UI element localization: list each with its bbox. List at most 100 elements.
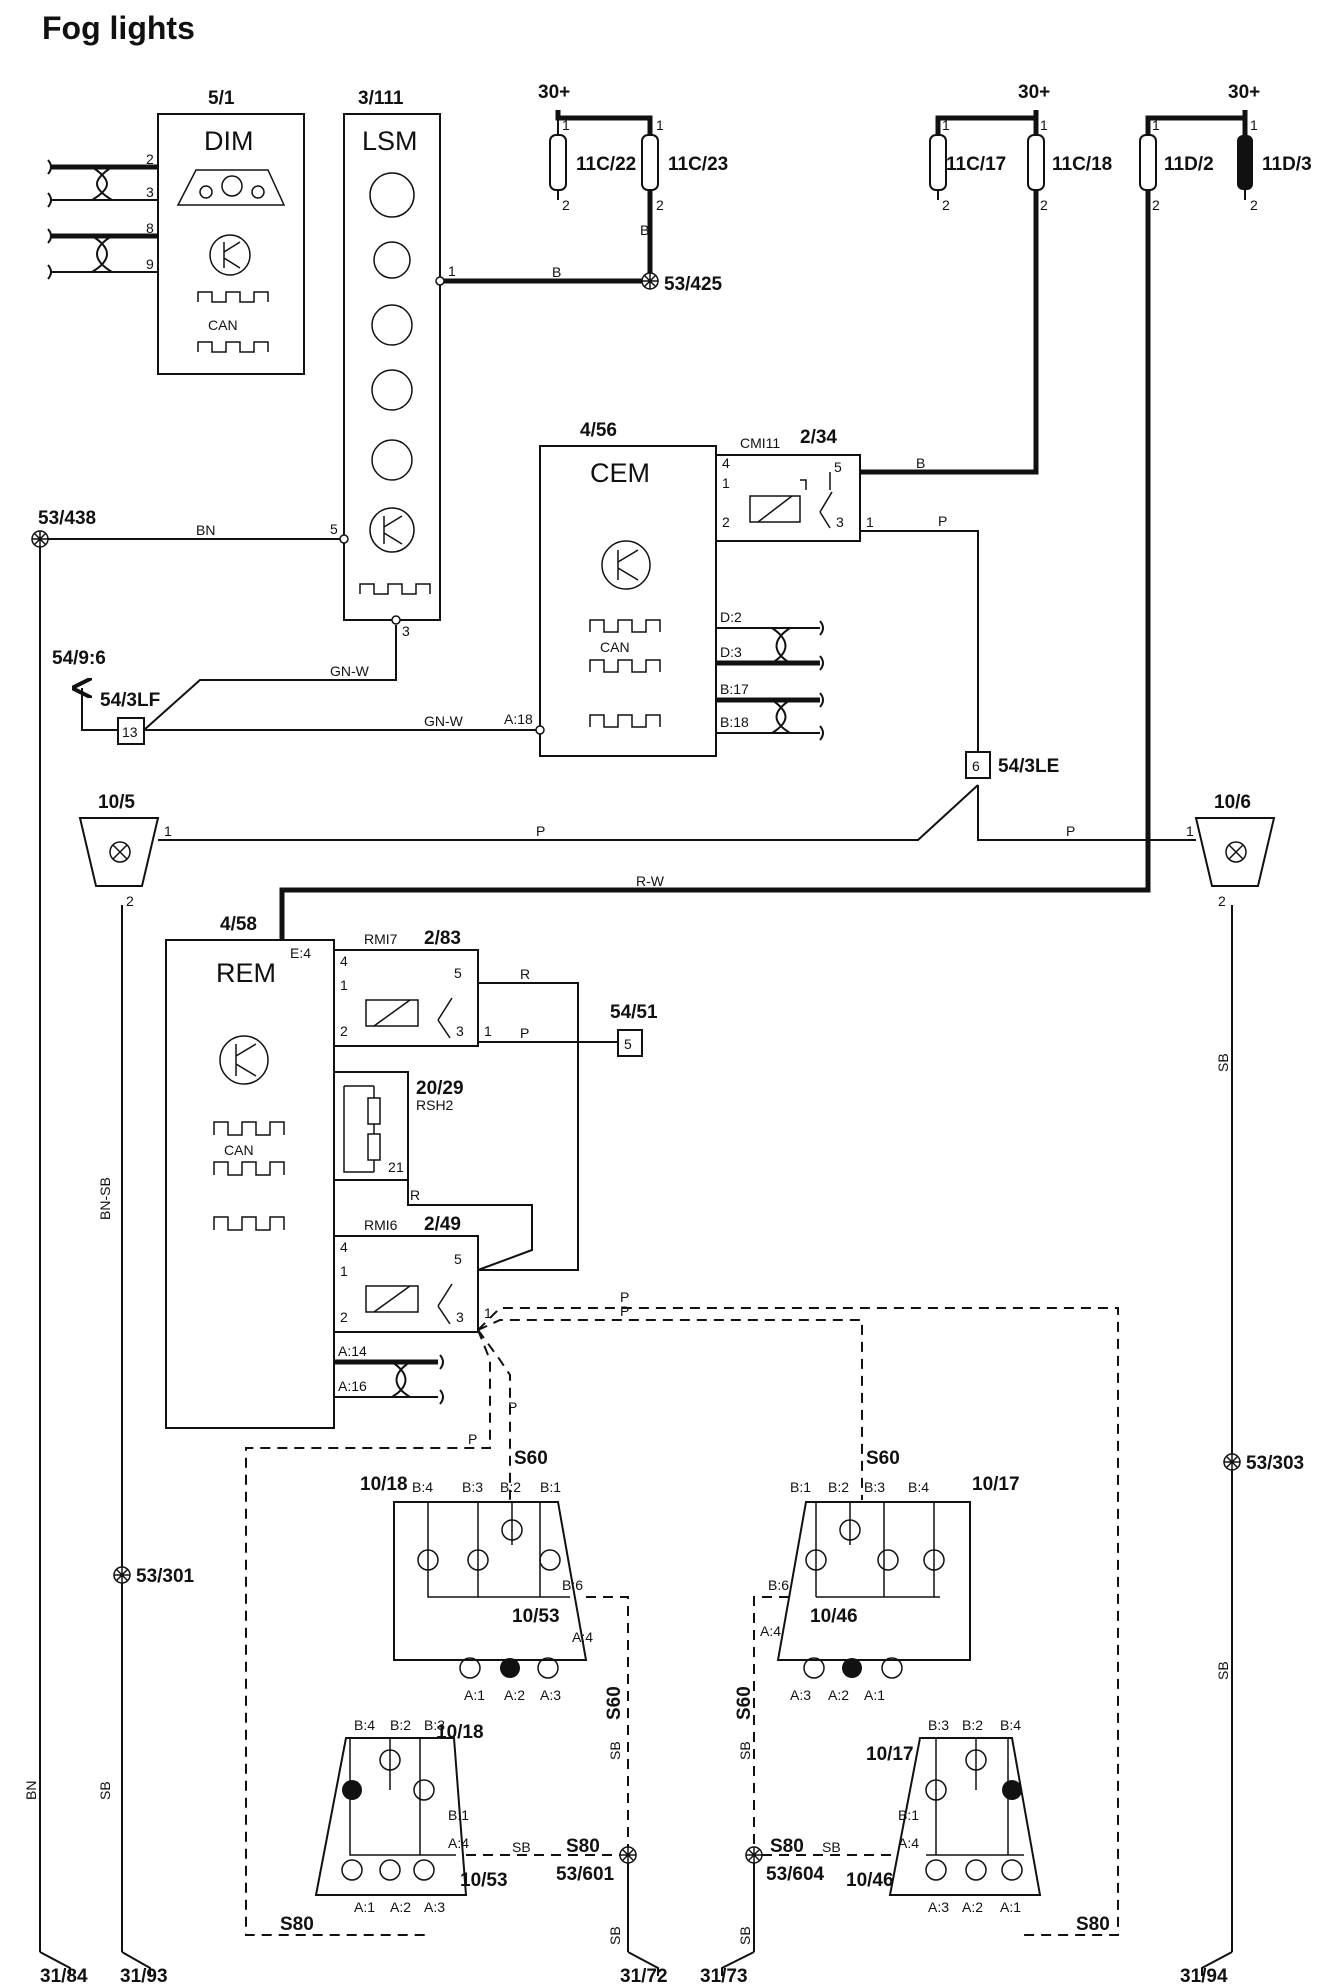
dim-pin-9: 9 — [146, 256, 154, 272]
pin-label: B:4 — [354, 1717, 375, 1733]
pin-label: B:4 — [1000, 1717, 1021, 1733]
fuse-pin: 2 — [1152, 197, 1160, 213]
rmi6-pin-4: 4 — [340, 1239, 348, 1255]
ground-31-93: 31/93 — [120, 1966, 168, 1986]
wire-label: SB — [97, 1781, 113, 1800]
wire-label: SB — [1215, 1661, 1231, 1680]
splice-53-301: 53/301 — [136, 1566, 195, 1587]
pin-label: A:1 — [464, 1687, 485, 1703]
cem-pin-d2: D:2 — [720, 609, 742, 625]
variant-s60: S60 — [866, 1448, 900, 1469]
headlight-icon — [371, 304, 413, 346]
wire-label: P — [508, 1399, 517, 1415]
cem-relay-id: 2/34 — [800, 427, 837, 448]
wire-label: P — [620, 1289, 629, 1305]
rmi6-pin-3: 3 — [456, 1309, 464, 1325]
splice-53-604: 53/604 — [766, 1864, 825, 1885]
rear-left-top-id: 10/18 — [360, 1474, 408, 1495]
rem-pin-a14: A:14 — [338, 1343, 367, 1359]
lamp-left-id: 10/5 — [98, 792, 135, 813]
rem-module: 4/58 REM CAN E:4 A:14 A:16 — [165, 914, 367, 1429]
pin-label: B:6 — [768, 1577, 789, 1593]
supply-30-c: 30+ — [1228, 82, 1260, 103]
fuse-pin: 1 — [656, 117, 664, 133]
wire-label: SB — [822, 1839, 841, 1855]
cem-pin-a18: A:18 — [504, 711, 533, 727]
rear-lamp-left-bottom: 10/18 10/53 B:4 B:2 B:3 B:1 A:4 A:1 A:2 … — [314, 1717, 508, 1915]
cem-relay-pin-5: 5 — [834, 459, 842, 475]
pin-label: B:6 — [562, 1577, 583, 1593]
lamp-right-pin-1: 1 — [1186, 823, 1194, 839]
resistor-pin-2: 2 — [388, 1159, 396, 1175]
fuse-pin: 2 — [1250, 197, 1258, 213]
lamp-left-pin-2: 2 — [126, 893, 134, 909]
fuse-11d-3: 11D/3 — [1262, 154, 1312, 175]
pin-label: B:1 — [898, 1807, 919, 1823]
pin-label: A:1 — [864, 1687, 885, 1703]
rmi7-pin-2: 2 — [340, 1023, 348, 1039]
fuse-pin: 1 — [1152, 117, 1160, 133]
dim-pin-3: 3 — [146, 184, 154, 200]
rear-right-top-sub: 10/46 — [810, 1606, 858, 1627]
pin-label: B:3 — [928, 1717, 949, 1733]
pin-label: B:3 — [462, 1479, 483, 1495]
wire-p-lamp-right — [977, 785, 1196, 841]
rear-left-bottom-id: 10/18 — [436, 1722, 484, 1743]
rear-left-top-sub: 10/53 — [512, 1606, 560, 1627]
wire-label: R-W — [636, 873, 665, 889]
dim-pin-8: 8 — [146, 220, 154, 236]
supply-30-a: 30+ — [538, 82, 570, 103]
cem-pin-d3: D:3 — [720, 644, 742, 660]
wire-label: SB — [737, 1926, 753, 1945]
cem-can-wires — [716, 620, 824, 741]
wire-b-cem-relay — [860, 190, 1039, 475]
variant-s80: S80 — [566, 1836, 600, 1857]
pin-label: A:4 — [898, 1835, 919, 1851]
ground-31-73: 31/73 — [700, 1966, 748, 1986]
fuse-pin: 2 — [1040, 197, 1048, 213]
wire-label: SB — [737, 1741, 753, 1760]
pin-label: B:4 — [412, 1479, 433, 1495]
fuse-11c-17: 11C/17 — [946, 154, 1006, 175]
wire-rw-rem — [279, 190, 1151, 940]
wire-label: BN — [196, 522, 215, 538]
fuse-11c-18: 11C/18 — [1052, 154, 1112, 175]
rmi7-pin-1: 1 — [340, 977, 348, 993]
wire-label: SB — [512, 1839, 531, 1855]
cem-relay-pin-1r: 1 — [866, 514, 874, 530]
pin-label: A:3 — [790, 1687, 811, 1703]
conn-54-51-id: 54/51 — [610, 1002, 658, 1023]
ground-symbols: 31/84 31/93 31/72 31/73 31/94 — [39, 1951, 1233, 1986]
conn-3le-id: 54/3LE — [998, 756, 1059, 777]
transistor-icon — [209, 234, 251, 276]
fuse-pin: 2 — [656, 197, 664, 213]
rem-can: CAN — [224, 1142, 254, 1158]
lsm-pin-3: 3 — [402, 623, 410, 639]
fuse-11c-22: 11C/22 — [576, 154, 636, 175]
rear-fog-icon — [371, 439, 413, 481]
rmi6-id: 2/49 — [424, 1214, 461, 1235]
rmi6-pin-1r: 1 — [484, 1305, 492, 1321]
rmi6-name: RMI6 — [364, 1217, 398, 1233]
wire-r-resistor — [407, 1180, 533, 1271]
wire-label: GN-W — [424, 713, 464, 729]
dashed-p-wires — [245, 1307, 1119, 1936]
instrument-cluster-icon — [176, 169, 286, 206]
pin-label: A:4 — [572, 1629, 593, 1645]
connector-54-51: 5 54/51 — [610, 1002, 658, 1057]
ground-31-72: 31/72 — [620, 1966, 668, 1986]
lamp-right-id: 10/6 — [1214, 792, 1251, 813]
wire-label: P — [620, 1303, 629, 1319]
rem-id: 4/58 — [220, 914, 257, 935]
pin-label: A:2 — [828, 1687, 849, 1703]
pin-label: A:1 — [354, 1899, 375, 1915]
wire-label: P — [468, 1431, 477, 1447]
front-fog-lamp-left: 10/5 1 2 — [78, 792, 172, 909]
rear-lamp-right-bottom: 10/17 10/46 B:3 B:2 B:4 B:1 A:4 A:3 A:2 … — [846, 1717, 1042, 1915]
wire-label: P — [520, 1025, 529, 1041]
lsm-module: 3/111 LSM 1 5 3 — [330, 88, 456, 639]
cem-transistor-icon — [601, 540, 651, 590]
cem-id: 4/56 — [580, 420, 617, 441]
connector-54-3lf: 13 54/3LF 54/9:6 — [52, 648, 160, 745]
